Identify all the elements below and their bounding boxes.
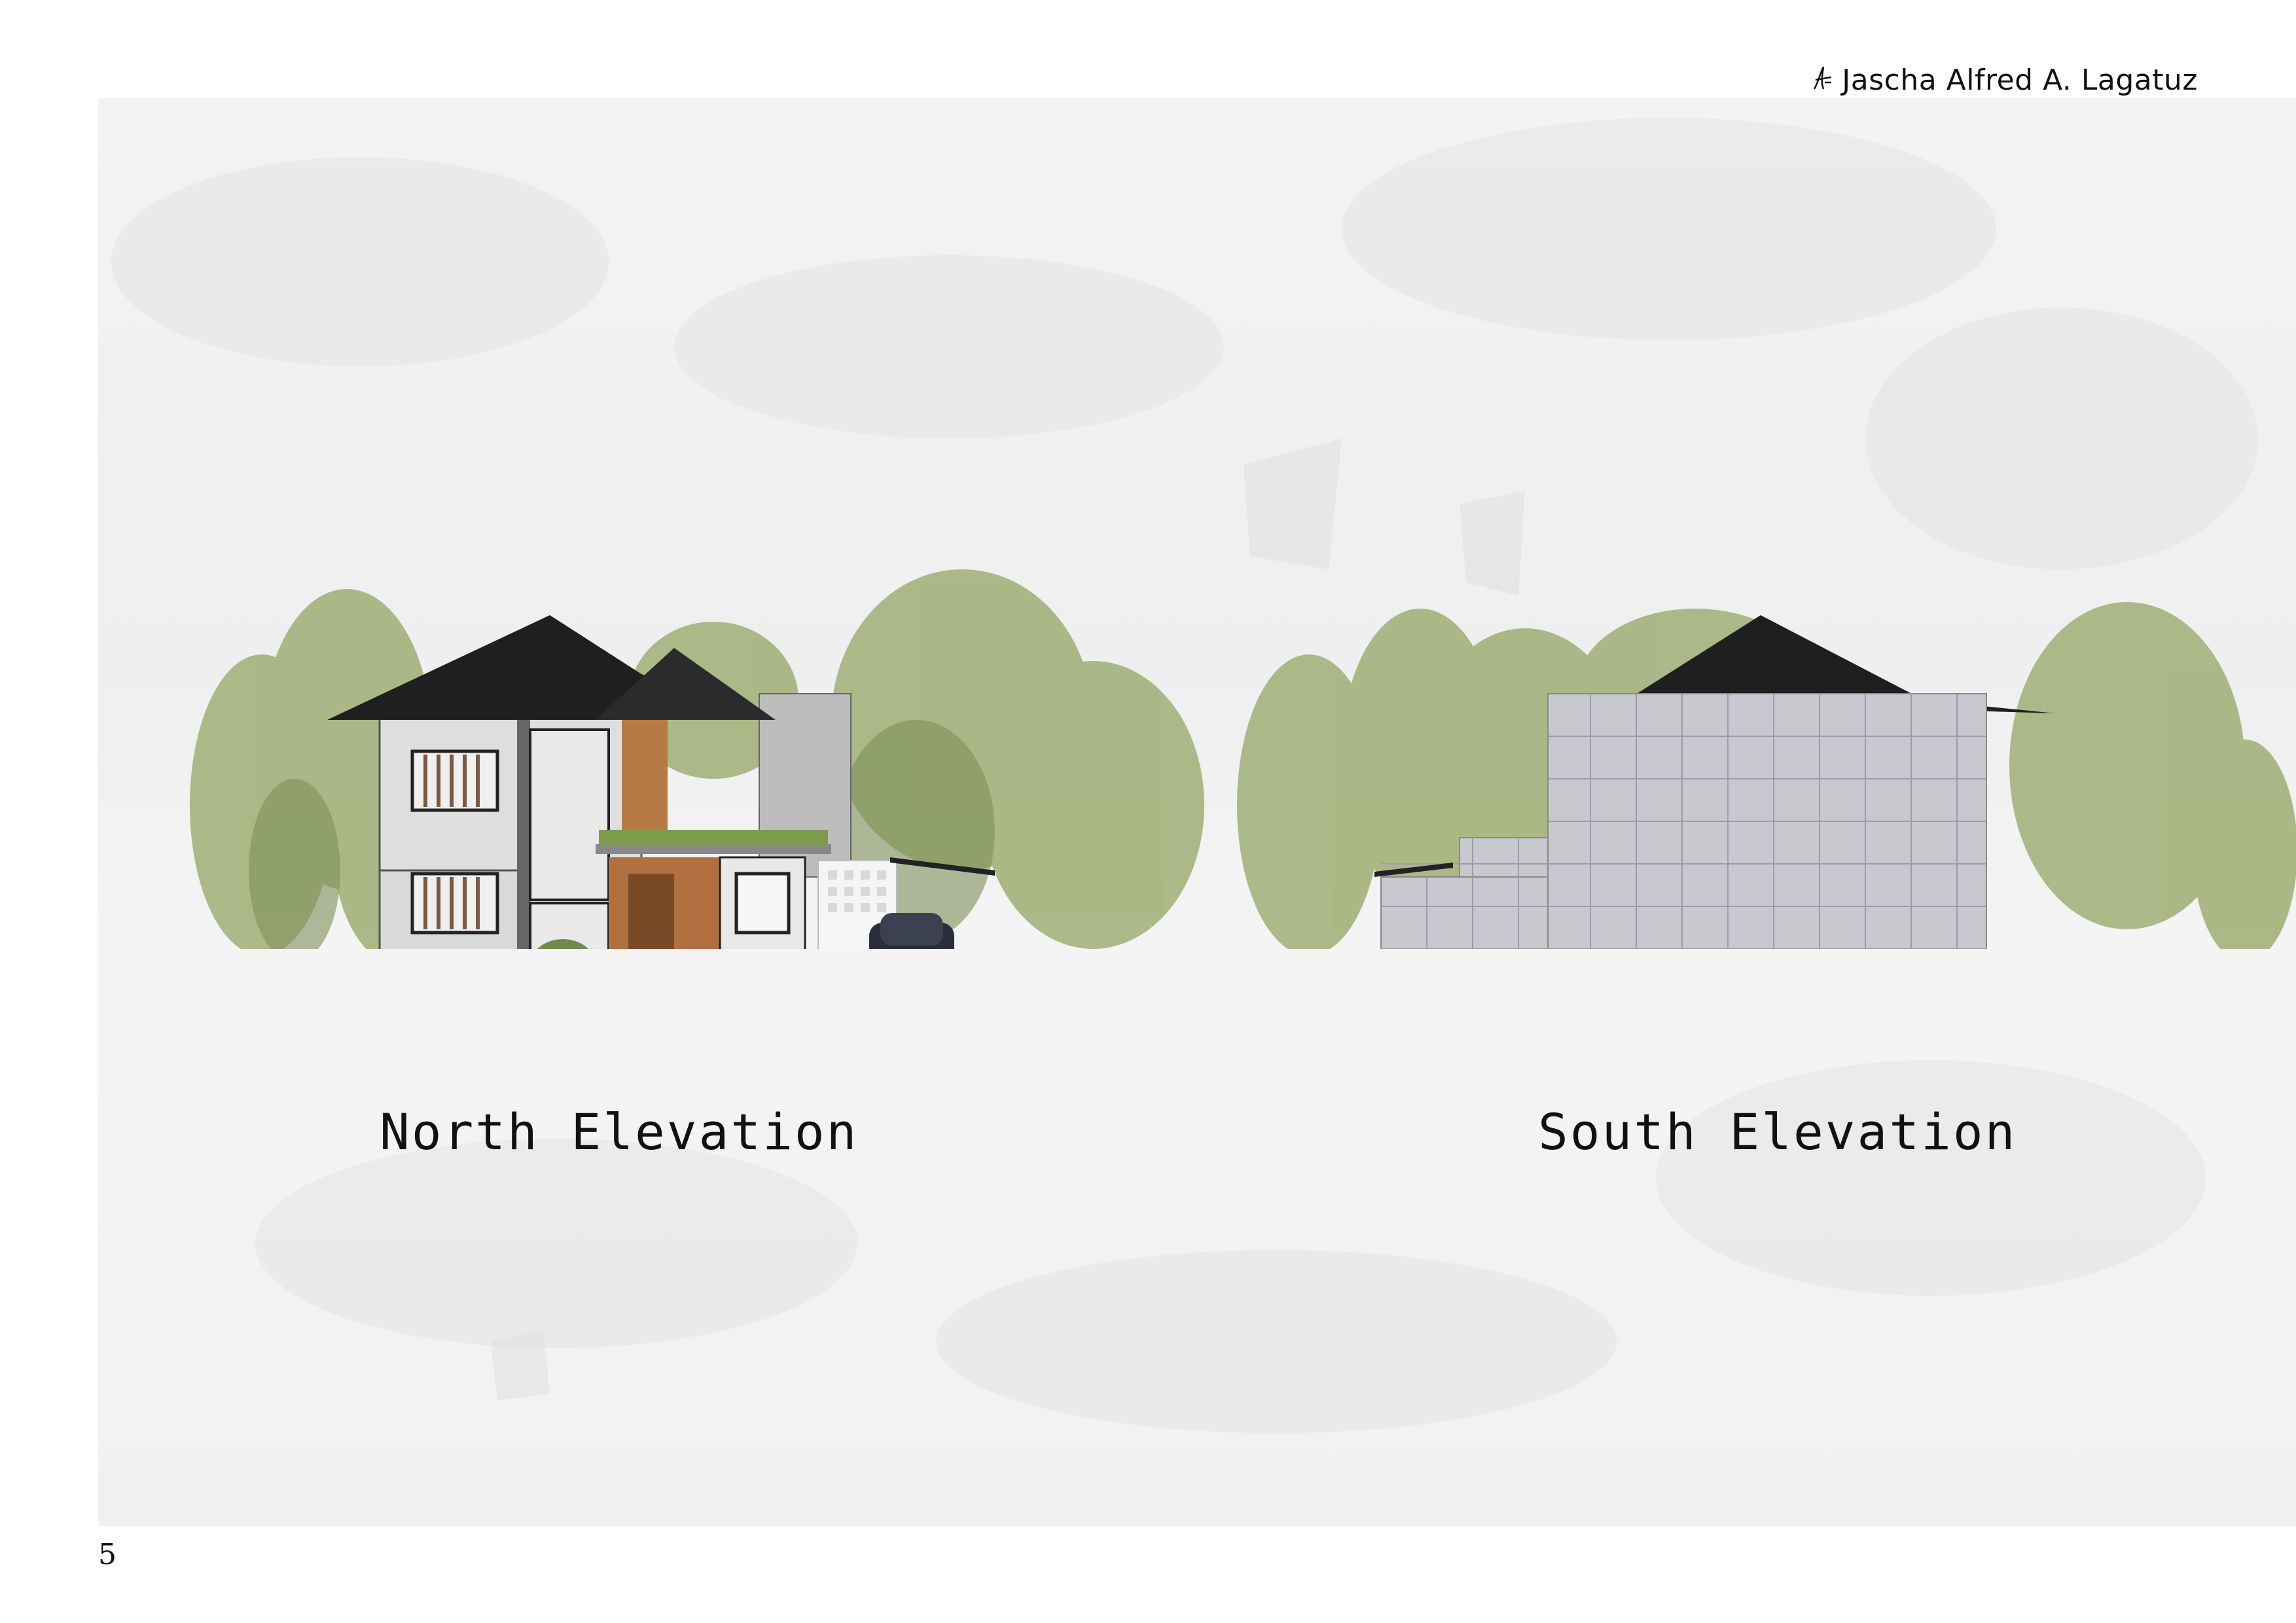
page-number: 5 [98,1538,117,1571]
author-name: Jascha Alfred A. Lagatuz [1842,63,2198,97]
south-elevation-drawing [1237,602,2296,949]
elevation-panel: North Elevation South Elevation [98,98,2296,1526]
author-header: Jascha Alfred A. Lagatuz [1809,60,2198,99]
south-elevation-caption: South Elevation [1538,1103,2017,1161]
elevation-drawings [190,569,2296,949]
north-car [869,913,954,949]
signature-logo-icon [1809,63,1835,97]
north-elevation-caption: North Elevation [380,1103,859,1161]
north-elevation-drawing [190,569,1204,949]
background-texture [111,118,2258,1433]
